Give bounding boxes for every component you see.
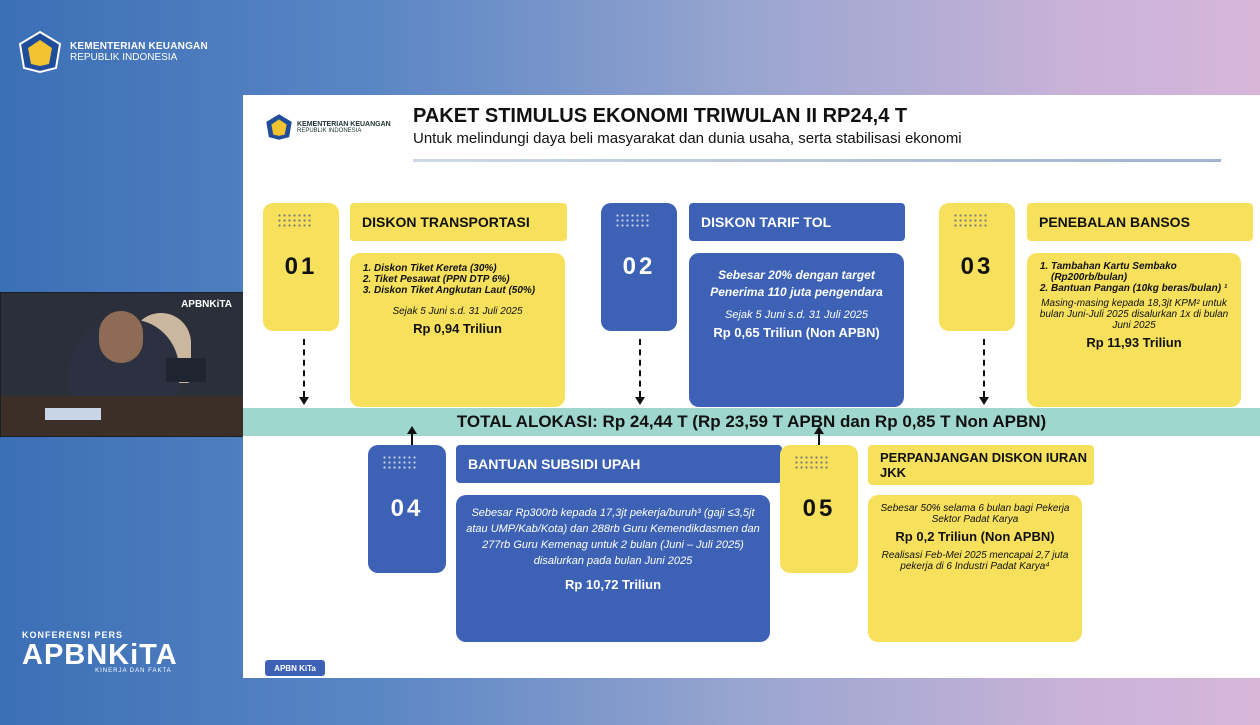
item-number-01: 01 <box>263 203 339 331</box>
apbnkita-footer-tag: APBN KiTa <box>265 660 325 676</box>
event-name: APBNKiTA <box>22 639 178 671</box>
down-arrow <box>635 339 645 405</box>
item-card-01: Diskon Tiket Kereta (30%) Tiket Pesawat … <box>350 253 565 407</box>
item-title-02: DISKON TARIF TOL <box>689 203 905 241</box>
item-card-02: Sebesar 20% dengan target Penerima 110 j… <box>689 253 904 407</box>
item-desc: Sebesar 20% dengan target Penerima 110 j… <box>710 268 883 299</box>
item-amount: Rp 0,94 Triliun <box>413 321 502 336</box>
slide-org-name: KEMENTERIAN KEUANGAN <box>297 120 391 128</box>
item-number-05: 05 <box>780 445 858 573</box>
kemenkeu-logo-icon <box>266 114 292 140</box>
list-item: Diskon Tiket Kereta (30%) <box>374 263 555 274</box>
list-item: Tiket Pesawat (PPN DTP 6%) <box>374 274 555 285</box>
item-title-04: BANTUAN SUBSIDI UPAH <box>456 445 782 483</box>
speaker-video: APBNKiTA <box>0 292 245 437</box>
item-amount: Rp 11,93 Triliun <box>1086 335 1182 350</box>
item-note: Masing-masing kepada 18,3jt KPM² untuk b… <box>1039 298 1229 331</box>
item-card-05: Sebesar 50% selama 6 bulan bagi Pekerja … <box>868 495 1082 642</box>
down-arrow <box>299 339 309 405</box>
up-arrow <box>814 426 824 446</box>
list-item: Bantuan Pangan (10kg beras/bulan) ¹ <box>1051 283 1231 294</box>
org-country: REPUBLIK INDONESIA <box>70 52 178 63</box>
item-desc: Sebesar Rp300rb kepada 17,3jt pekerja/bu… <box>466 507 760 567</box>
item-card-03: Tambahan Kartu Sembako (Rp200rb/bulan) B… <box>1027 253 1241 407</box>
list-item: Tambahan Kartu Sembako (Rp200rb/bulan) <box>1051 261 1231 283</box>
item-card-04: Sebesar Rp300rb kepada 17,3jt pekerja/bu… <box>456 495 770 642</box>
slide-subtitle: Untuk melindungi daya beli masyarakat da… <box>413 130 962 147</box>
slide-org-country: REPUBLIK INDONESIA <box>297 127 362 134</box>
item-amount: Rp 0,65 Triliun (Non APBN) <box>713 325 880 340</box>
item-amount: Rp 10,72 Triliun <box>564 577 662 592</box>
video-apbnkita-tag: APBNKiTA <box>181 299 232 310</box>
item-number-04: 04 <box>368 445 446 573</box>
list-item: Diskon Tiket Angkutan Laut (50%) <box>374 285 555 296</box>
desk <box>1 396 244 436</box>
item-title-05: PERPANJANGAN DISKON IURAN JKK <box>868 445 1094 485</box>
down-arrow <box>979 339 989 405</box>
item-title-01: DISKON TRANSPORTASI <box>350 203 567 241</box>
slide-logo: KEMENTERIAN KEUANGAN REPUBLIK INDONESIA <box>265 113 391 141</box>
up-arrow <box>407 426 417 446</box>
org-name: KEMENTERIAN KEUANGAN <box>70 41 208 52</box>
slide-title: PAKET STIMULUS EKONOMI TRIWULAN II RP24,… <box>413 105 908 127</box>
kemenkeu-brand: KEMENTERIAN KEUANGAN REPUBLIK INDONESIA <box>18 30 208 74</box>
presentation-slide: KEMENTERIAN KEUANGAN REPUBLIK INDONESIA … <box>243 95 1260 678</box>
event-label: KONFERENSI PERS <box>22 630 124 640</box>
item-amount: Rp 0,2 Triliun (Non APBN) <box>895 529 1055 544</box>
monitor <box>166 358 206 382</box>
title-divider <box>413 159 1221 162</box>
name-plate <box>45 408 101 420</box>
item-period: Sejak 5 Juni s.d. 31 Juli 2025 <box>724 309 869 321</box>
kemenkeu-logo-icon <box>18 30 62 74</box>
total-allocation-band: TOTAL ALOKASI: Rp 24,44 T (Rp 23,59 T AP… <box>243 408 1260 436</box>
item-period: Sejak 5 Juni s.d. 31 Juli 2025 <box>392 306 523 317</box>
item-number-02: 02 <box>601 203 677 331</box>
item-title-03: PENEBALAN BANSOS <box>1027 203 1253 241</box>
event-tagline: KINERJA DAN FAKTA <box>95 668 172 674</box>
item-desc: Sebesar 50% selama 6 bulan bagi Pekerja … <box>880 503 1070 525</box>
item-note: Realisasi Feb-Mei 2025 mencapai 2,7 juta… <box>881 550 1069 572</box>
event-branding: KONFERENSI PERS APBNKiTA KINERJA DAN FAK… <box>22 630 178 674</box>
item-number-03: 03 <box>939 203 1015 331</box>
